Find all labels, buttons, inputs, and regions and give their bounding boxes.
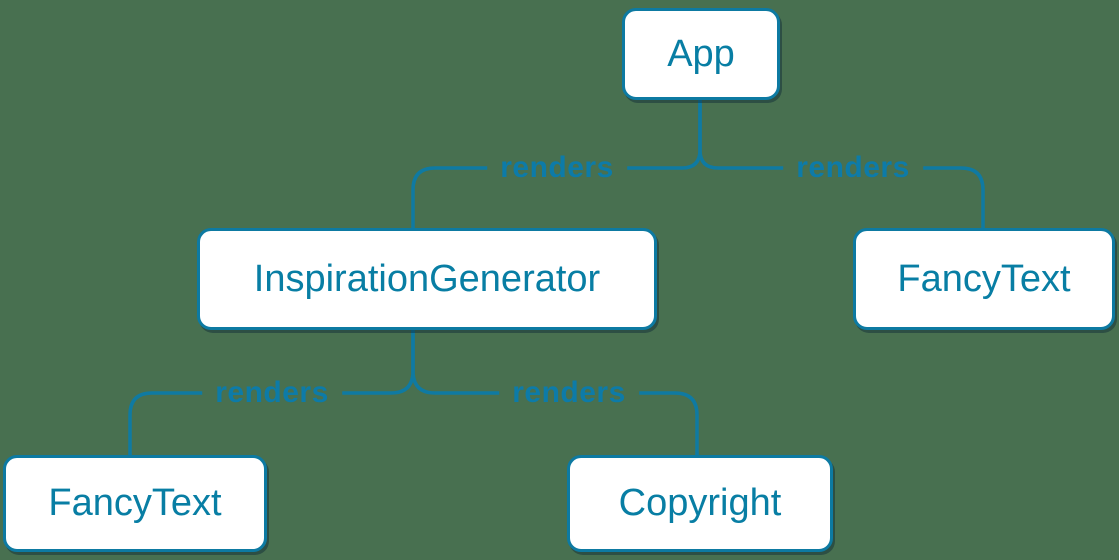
edge-label-renders: renders bbox=[783, 151, 923, 185]
node-fancy-text-bottom: FancyText bbox=[3, 455, 267, 552]
node-app: App bbox=[622, 8, 780, 100]
node-app-label: App bbox=[667, 32, 735, 75]
node-fancy-text-bottom-label: FancyText bbox=[48, 482, 222, 524]
edge-label-renders: renders bbox=[499, 376, 639, 410]
node-inspiration-generator: InspirationGenerator bbox=[197, 228, 657, 330]
node-fancy-text-top: FancyText bbox=[853, 228, 1115, 330]
edge-label-renders: renders bbox=[487, 151, 627, 185]
node-fancy-text-top-label: FancyText bbox=[897, 257, 1071, 300]
node-inspiration-generator-label: InspirationGenerator bbox=[253, 257, 601, 300]
node-copyright-label: Copyright bbox=[618, 482, 782, 524]
edge-label-renders: renders bbox=[202, 376, 342, 410]
node-copyright: Copyright bbox=[567, 455, 833, 552]
